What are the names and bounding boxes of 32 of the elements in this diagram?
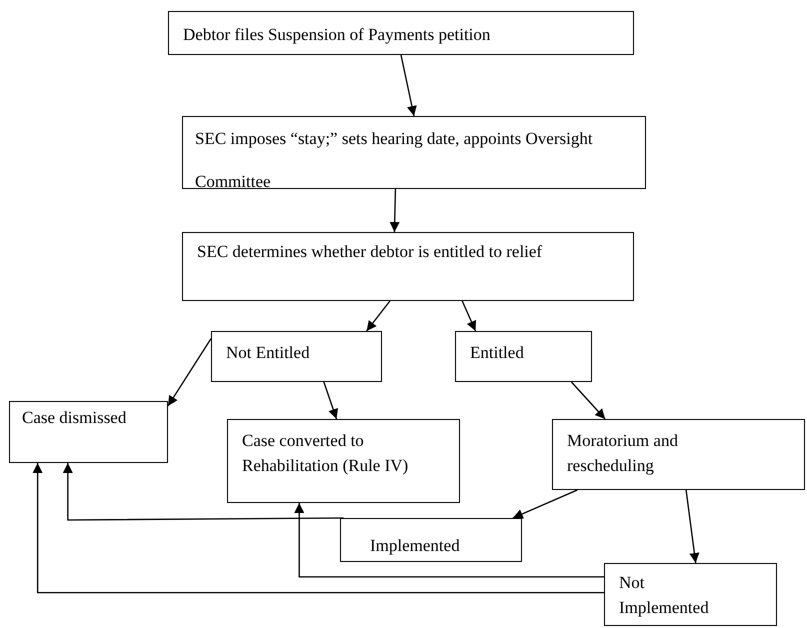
- process-box: [455, 331, 592, 382]
- box-text: SEC imposes “stay;” sets hearing date, appoints Oversight Committee: [195, 128, 594, 193]
- arrow: [167, 338, 212, 406]
- process-box: [182, 116, 646, 189]
- process-box: [604, 563, 777, 626]
- arrow: [294, 503, 604, 578]
- arrow: [462, 300, 476, 332]
- box-text: Not Entitled: [226, 342, 311, 364]
- arrow: [366, 300, 390, 332]
- box-text: Not Implemented: [619, 572, 710, 619]
- arrow: [570, 382, 606, 420]
- process-box: [182, 232, 634, 301]
- arrow: [400, 54, 417, 116]
- box-text: Case dismissed: [22, 407, 128, 429]
- arrow: [323, 382, 338, 420]
- process-box: [168, 11, 634, 55]
- box-text: Debtor files Suspension of Payments petition: [183, 24, 492, 46]
- arrow: [32, 463, 604, 594]
- process-box: [340, 518, 522, 562]
- process-box: [9, 401, 168, 463]
- box-text: Entitled: [470, 342, 525, 364]
- box-text: SEC determines whether debtor is entitled to relief: [197, 243, 544, 260]
- arrow: [512, 489, 578, 519]
- box-text: Implemented: [370, 535, 461, 557]
- box-text: Moratorium and rescheduling: [567, 430, 679, 477]
- box-text: Case converted to Rehabilitation (Rule IV): [242, 430, 410, 477]
- arrow: [685, 490, 700, 564]
- process-box: [552, 419, 805, 490]
- process-box: [227, 419, 460, 503]
- arrow: [390, 188, 400, 232]
- process-box: [211, 331, 382, 382]
- arrow: [62, 463, 344, 521]
